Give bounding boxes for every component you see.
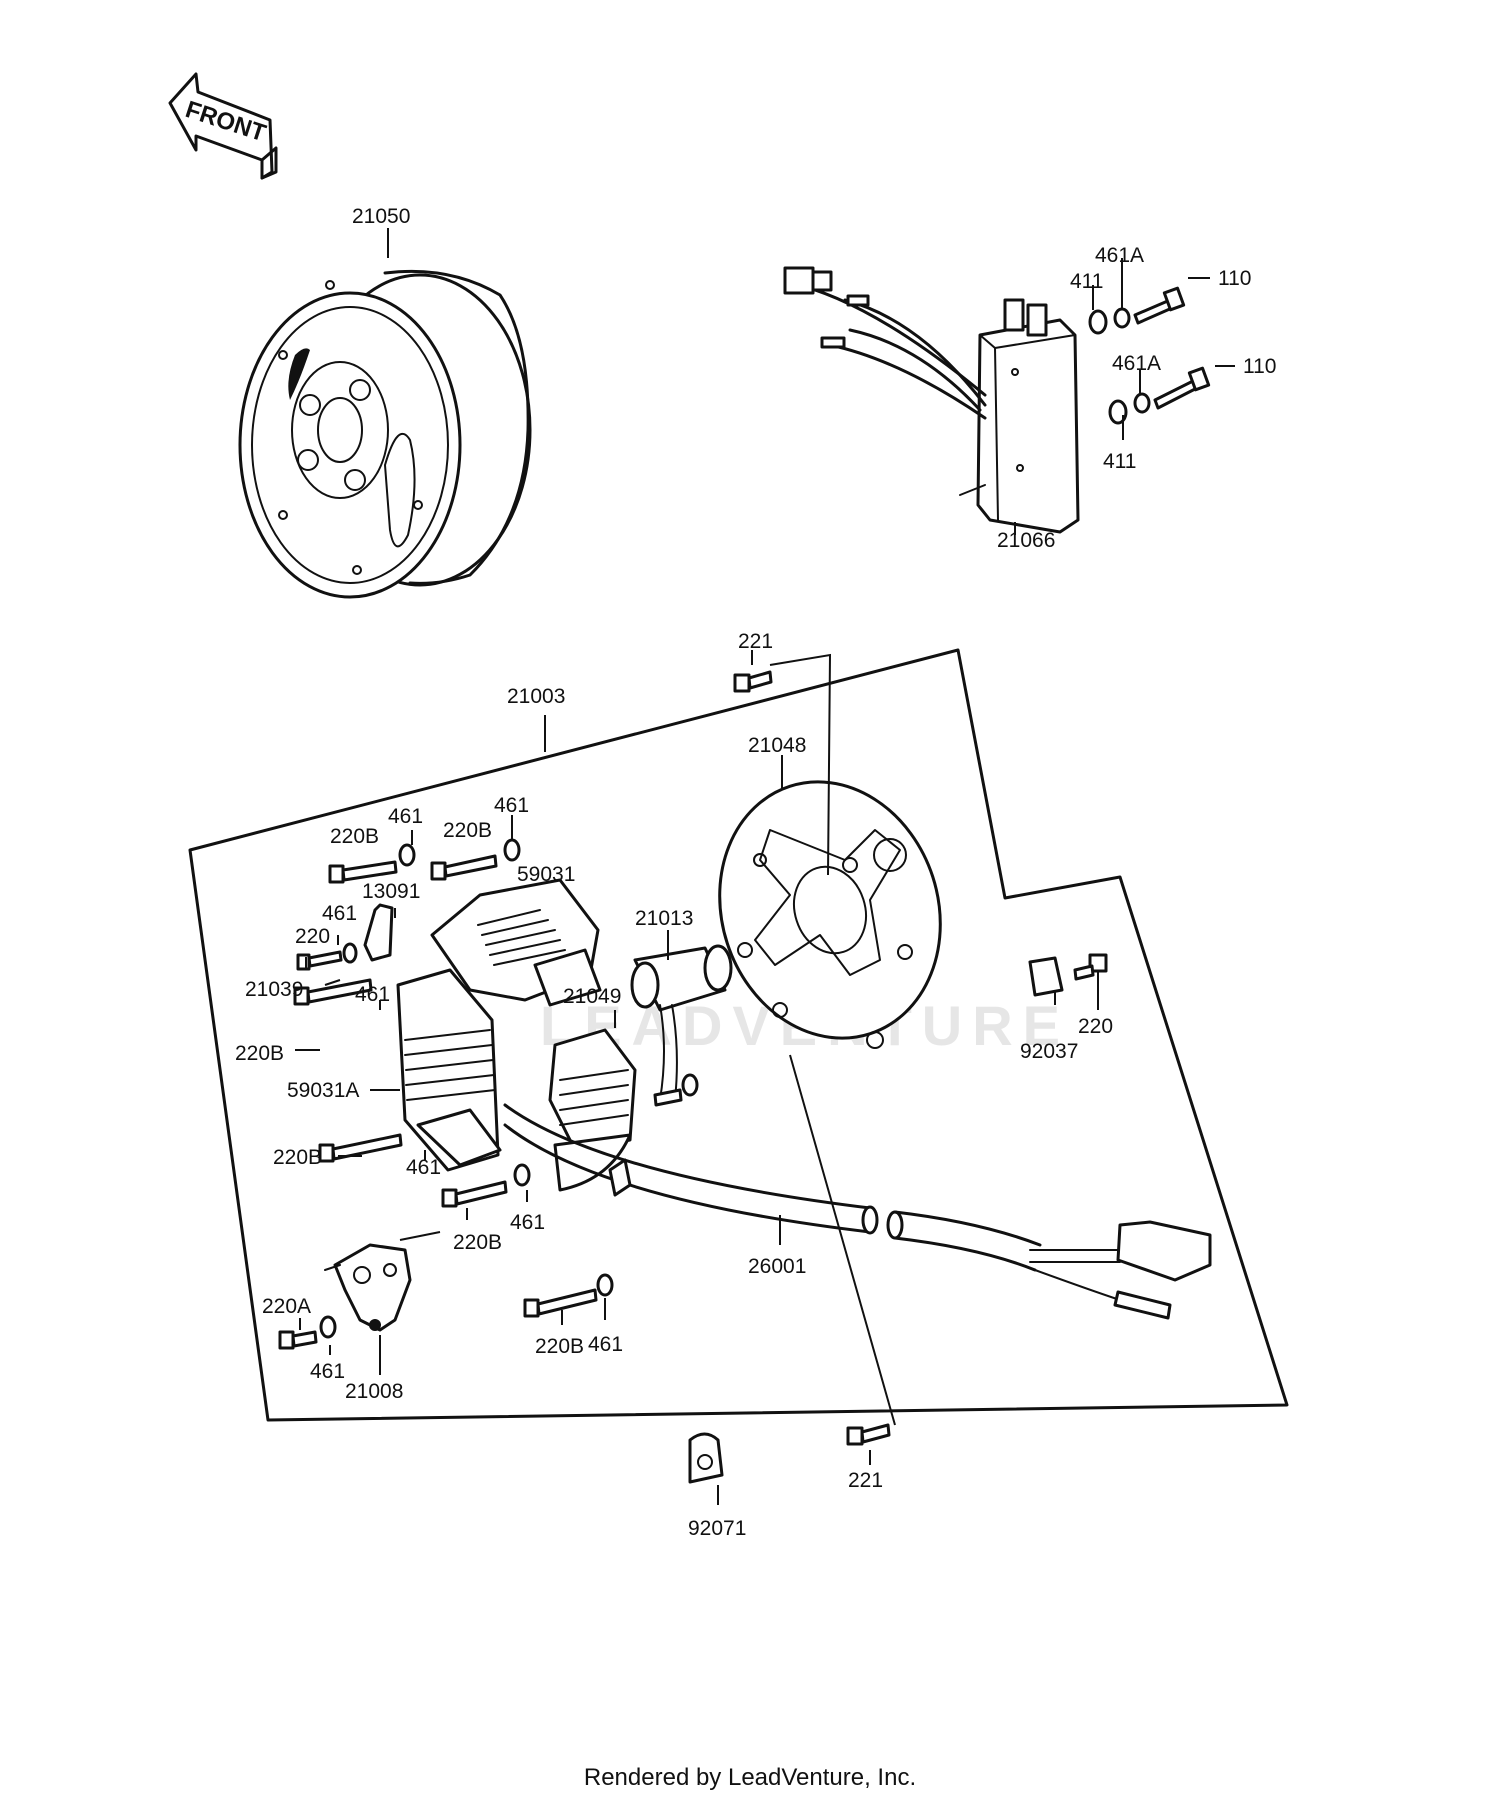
- label-461-f: 461: [510, 1211, 545, 1234]
- label-13091: 13091: [362, 880, 420, 903]
- label-21066: 21066: [997, 529, 1055, 552]
- label-220B-a: 220B: [330, 825, 379, 848]
- bolt-nut-hardware: [278, 838, 699, 1350]
- label-21048: 21048: [748, 734, 806, 757]
- label-461-d: 461: [355, 983, 390, 1006]
- contact-breaker-drawing: [324, 1243, 412, 1332]
- front-arrow-icon: FRONT: [168, 72, 278, 180]
- regulator-rectifier-drawing: [783, 266, 1080, 534]
- label-21050: 21050: [352, 205, 410, 228]
- label-92037: 92037: [1020, 1040, 1078, 1063]
- coil-59031-drawing: [430, 878, 602, 1007]
- label-59031A: 59031A: [287, 1079, 359, 1102]
- label-220-right: 220: [1078, 1015, 1113, 1038]
- label-21013: 21013: [635, 907, 693, 930]
- coil-21049-drawing: [548, 1028, 637, 1192]
- label-220A: 220A: [262, 1295, 311, 1318]
- label-411-top: 411: [1070, 270, 1103, 293]
- label-411-mid: 411: [1103, 450, 1136, 473]
- label-461-g: 461: [310, 1360, 345, 1383]
- label-220B-c: 220B: [235, 1042, 284, 1065]
- label-461-e: 461: [406, 1156, 441, 1179]
- stator-plate-drawing: [718, 780, 942, 1049]
- outside-hardware: [688, 670, 1108, 1484]
- label-461A-mid: 461A: [1112, 352, 1161, 375]
- label-26001: 26001: [748, 1255, 806, 1278]
- label-461-b: 461: [494, 794, 529, 817]
- label-461-c: 461: [322, 902, 357, 925]
- label-21008: 21008: [345, 1380, 403, 1403]
- label-220: 220: [295, 925, 330, 948]
- flywheel-drawing: [238, 269, 532, 599]
- hardware-top-right: [1088, 286, 1211, 425]
- label-220B-e: 220B: [453, 1231, 502, 1254]
- label-21003: 21003: [507, 685, 565, 708]
- coil-59031A-drawing: [396, 968, 502, 1172]
- stator-assembly-outline: [188, 648, 1289, 1422]
- wiring-harness-drawing: [503, 1103, 1212, 1320]
- label-92071: 92071: [688, 1517, 746, 1540]
- label-221-bottom: 221: [848, 1469, 883, 1492]
- leader-lines: [295, 228, 1235, 1505]
- label-220B-d: 220B: [273, 1146, 322, 1169]
- label-59031: 59031: [517, 863, 575, 886]
- label-461-a: 461: [388, 805, 423, 828]
- label-461A-top: 461A: [1095, 244, 1144, 267]
- footer-credit: Rendered by LeadVenture, Inc.: [583, 1764, 917, 1791]
- label-220B-f: 220B: [535, 1335, 584, 1358]
- label-110-top: 110: [1218, 267, 1251, 290]
- label-21049: 21049: [563, 985, 621, 1008]
- label-110-mid: 110: [1243, 355, 1276, 378]
- label-220B-b: 220B: [443, 819, 492, 842]
- label-221-top: 221: [738, 630, 773, 653]
- condenser-drawing: [630, 944, 733, 1101]
- label-21039: 21039: [245, 978, 303, 1001]
- label-461-h: 461: [588, 1333, 623, 1356]
- part-labels: 21050 461A 411 110 461A 110 411 21066 22…: [235, 205, 1276, 1540]
